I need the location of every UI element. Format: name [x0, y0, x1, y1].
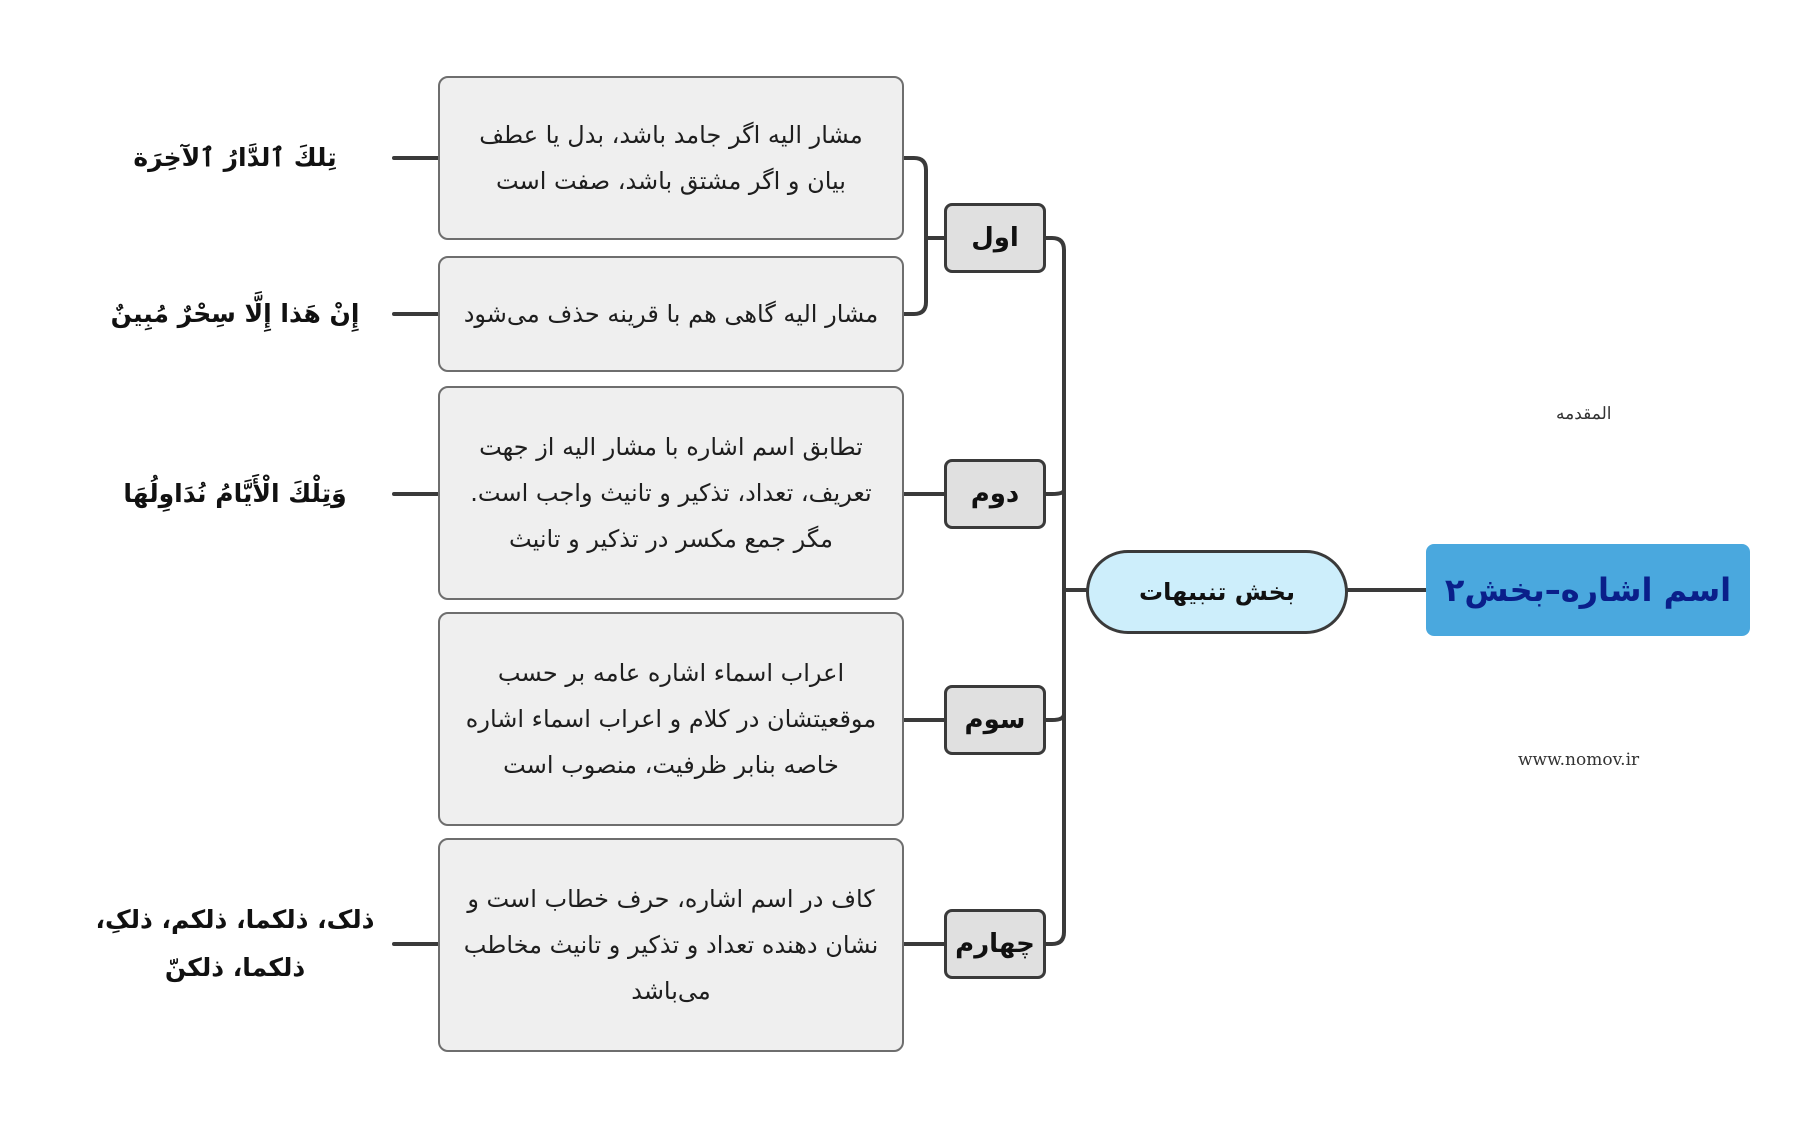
- description-node-5[interactable]: کاف در اسم اشاره، حرف خطاب است و نشان ده…: [438, 838, 904, 1052]
- connector-center-branches: [1044, 236, 1088, 946]
- branch-node-second[interactable]: دوم: [944, 459, 1046, 529]
- description-node-4[interactable]: اعراب اسماء اشاره عامه بر حسب موقعیتشان …: [438, 612, 904, 826]
- root-node[interactable]: اسم اشاره–بخش۲: [1426, 544, 1750, 636]
- branch-node-fourth[interactable]: چهارم: [944, 909, 1046, 979]
- branch-node-first[interactable]: اول: [944, 203, 1046, 273]
- branch-node-third[interactable]: سوم: [944, 685, 1046, 755]
- description-node-3[interactable]: تطابق اسم اشاره با مشار الیه از جهت تعری…: [438, 386, 904, 600]
- connector-branch1-items: [902, 156, 946, 316]
- example-text-3[interactable]: وَتِلْكَ الْأَيَّامُ نُدَاوِلُهَا: [123, 479, 347, 508]
- example-text-1[interactable]: تِلكَ ٱلدَّارُ ٱلآخِرَة: [133, 143, 337, 172]
- website-note: www.nomov.ir: [1518, 750, 1640, 770]
- description-node-2[interactable]: مشار الیه گاهی هم با قرینه حذف می‌شود: [438, 256, 904, 372]
- description-node-1[interactable]: مشار الیه اگر جامد باشد، بدل یا عطف بیان…: [438, 76, 904, 240]
- example-text-4[interactable]: ذلک، ذلکما، ذلکم، ذلکِ، ذلکما، ذلکنّ: [95, 905, 375, 982]
- intro-note: المقدمه: [1556, 404, 1612, 424]
- example-text-2[interactable]: إِنْ هَذا إِلَّا سِحْرٌ مُبِينٌ: [110, 299, 360, 328]
- center-node[interactable]: بخش تنبیهات: [1086, 550, 1348, 634]
